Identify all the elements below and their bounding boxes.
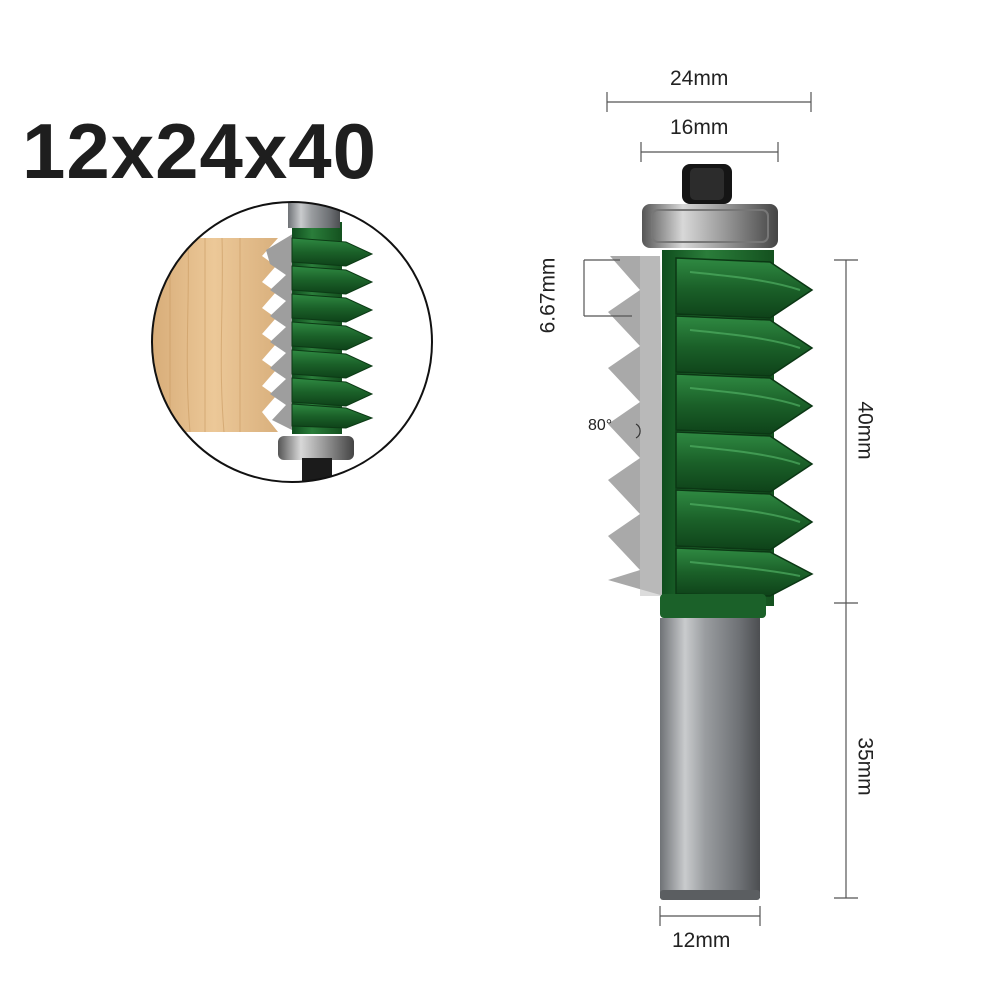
inset-carbide: [266, 232, 296, 432]
dimension-lines: [583, 92, 858, 926]
wood-board: [152, 238, 278, 432]
product-size-title: 12x24x40: [22, 107, 378, 195]
cutting-length-label: 40mm: [853, 401, 877, 460]
inset-cut-example: [151, 201, 433, 483]
bearing: [642, 204, 778, 248]
top-width-label: 24mm: [670, 67, 729, 90]
shank: [660, 618, 760, 898]
tooth-pitch-label: 6.67mm: [536, 257, 560, 334]
router-bit: [608, 164, 814, 900]
angle-label: 80°: [588, 417, 613, 434]
cutter-teeth: [675, 257, 814, 597]
bearing-width-label: 16mm: [670, 116, 729, 139]
shank-diameter-label: 12mm: [672, 929, 731, 952]
inset-circle-outline: [151, 201, 433, 483]
shank-length-label: 35mm: [853, 737, 877, 796]
